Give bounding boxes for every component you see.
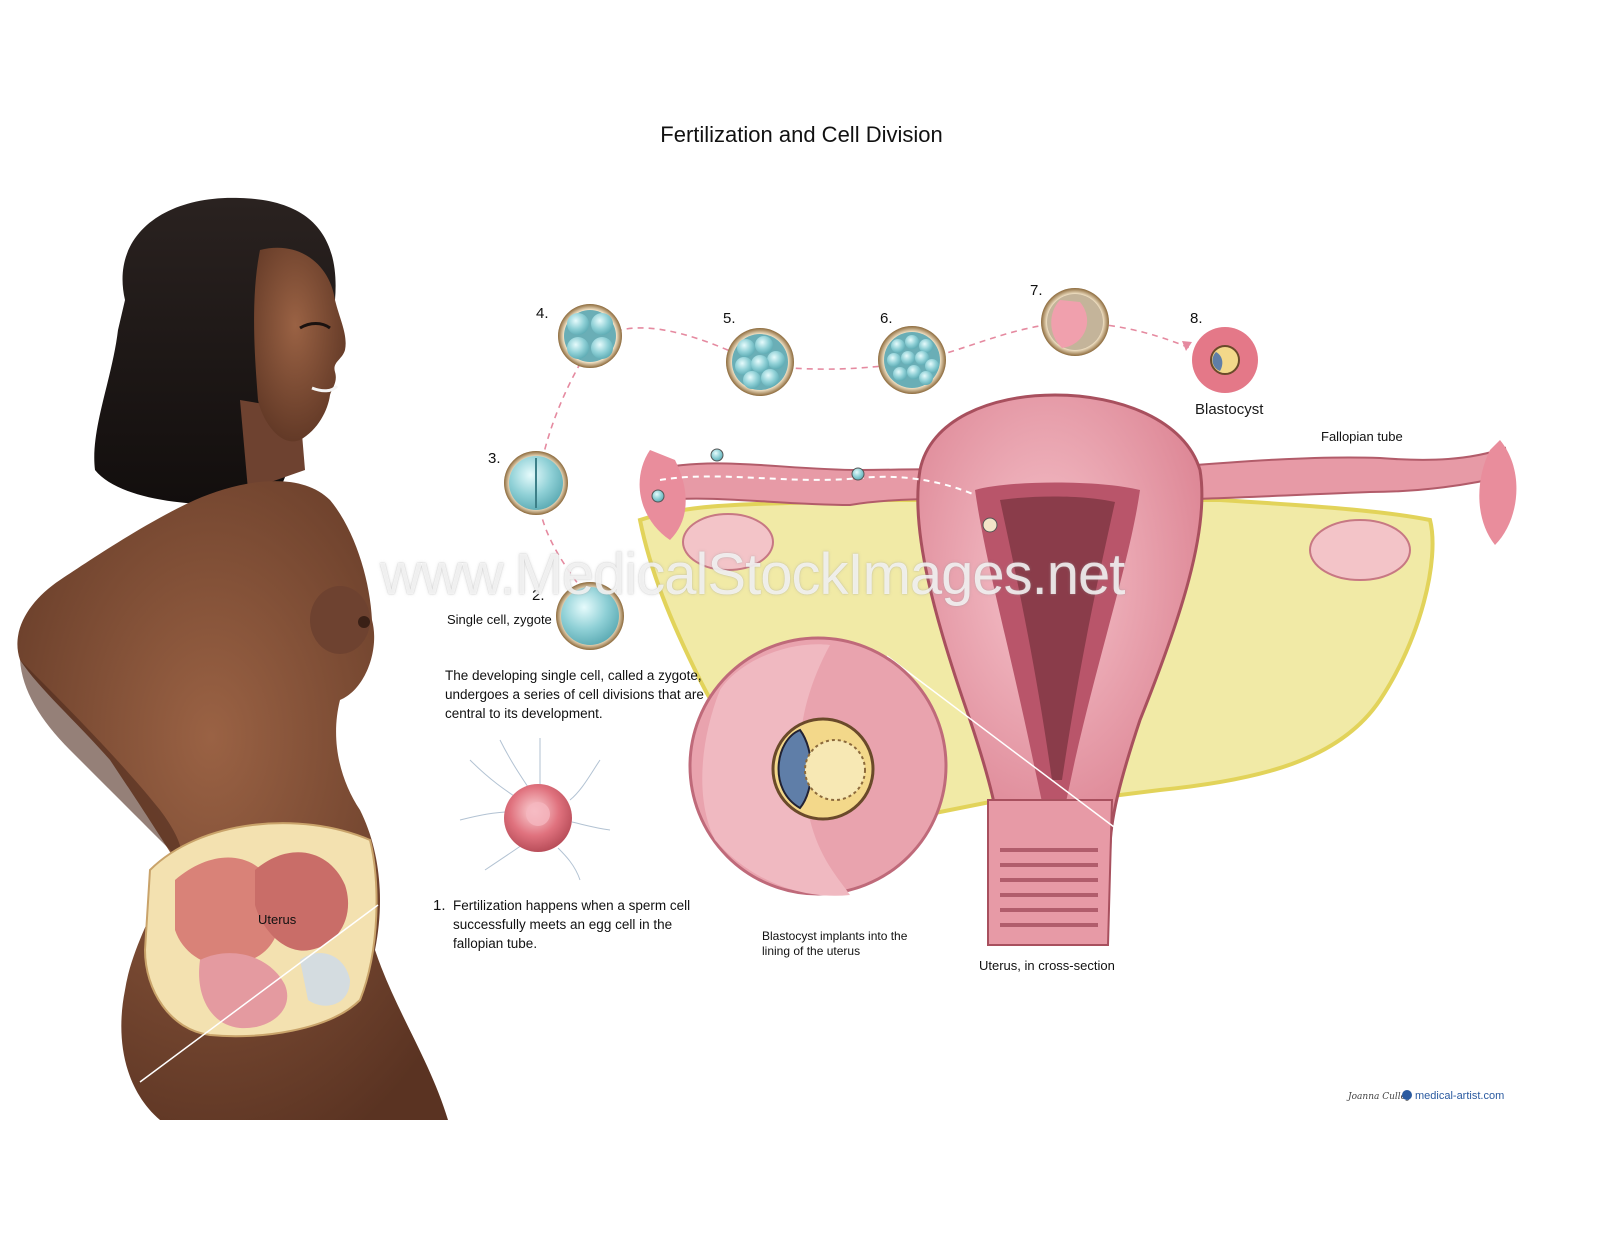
watermark-text: www.MedicalStockImages.net (380, 542, 1125, 607)
credit-link[interactable]: medical-artist.com (1402, 1090, 1504, 1102)
stage-6-number: 6. (880, 310, 893, 327)
stage-7-cell-icon (1041, 288, 1109, 356)
stage-3-cell-icon (504, 451, 568, 515)
page-title: Fertilization and Cell Division (660, 122, 943, 147)
stage-2-number: 2. (532, 587, 545, 604)
zygote-label: Single cell, zygote (447, 612, 552, 627)
stage-5-cell-icon (726, 328, 794, 396)
stage-1-number: 1. (433, 897, 446, 914)
stage-5-number: 5. (723, 310, 736, 327)
uterus-label: Uterus (258, 912, 297, 927)
fallopian-tube-label: Fallopian tube (1321, 429, 1403, 444)
fertilization-description: Fertilization happens when a sperm cell … (453, 898, 691, 951)
stage-4-cell-icon (558, 304, 622, 368)
implantation-zoom-icon (688, 636, 1119, 896)
artist-signature: Joanna Culley (1348, 1092, 1412, 1102)
stage-3-number: 3. (488, 450, 501, 467)
zygote-description: The developing single cell, called a zyg… (445, 668, 704, 721)
stage-6-cell-icon (878, 326, 946, 394)
stage-1-egg-sperm-icon (459, 738, 611, 881)
credit-site-text: medical-artist.com (1415, 1090, 1505, 1102)
stage-8-number: 8. (1190, 310, 1203, 327)
stage-8-blastocyst-icon (1192, 327, 1258, 393)
globe-icon (1402, 1090, 1412, 1100)
cross-section-label: Uterus, in cross-section (979, 958, 1115, 973)
stage-2-zygote-icon (556, 582, 624, 650)
stage-4-number: 4. (536, 305, 549, 322)
stage-7-number: 7. (1030, 282, 1043, 299)
woman-figure-icon: Uterus (17, 197, 448, 1120)
blastocyst-label: Blastocyst (1195, 401, 1264, 418)
implant-label: Blastocyst implants into the lining of t… (762, 929, 908, 958)
